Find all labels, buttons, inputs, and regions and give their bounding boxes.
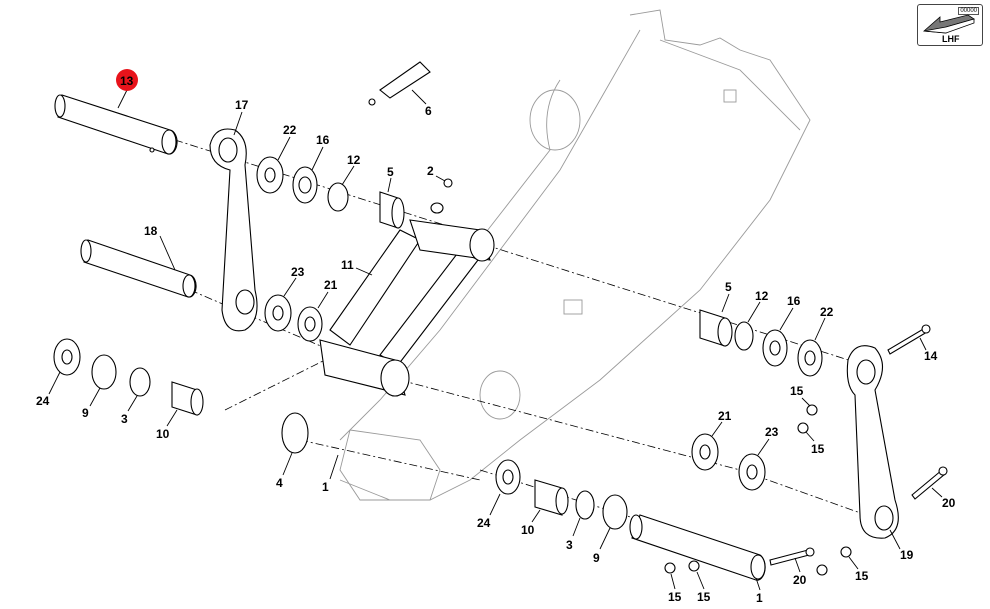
- grease-fitting-2: [443, 178, 453, 188]
- badge-code: 00000: [958, 7, 979, 15]
- callout-9[interactable]: 9: [82, 406, 89, 420]
- callout-15[interactable]: 15: [668, 590, 682, 604]
- callout-6[interactable]: 6: [425, 104, 432, 118]
- callout-3-lower[interactable]: 3: [566, 538, 573, 552]
- callout-20-lower[interactable]: 20: [793, 573, 807, 587]
- callout-15[interactable]: 15: [697, 590, 711, 604]
- callout-24[interactable]: 24: [36, 394, 50, 408]
- callout-16-right[interactable]: 16: [787, 294, 801, 308]
- callout-24-lower[interactable]: 24: [477, 516, 491, 530]
- leader-lines: [48, 89, 943, 591]
- link-17[interactable]: [209, 128, 258, 332]
- callout-3[interactable]: 3: [121, 412, 128, 426]
- lhf-orientation-badge: 00000 LHF: [917, 4, 983, 46]
- ring-12: [327, 182, 349, 212]
- callout-11[interactable]: 11: [341, 258, 354, 272]
- callout-13[interactable]: 13: [120, 74, 134, 88]
- callout-23[interactable]: 23: [291, 265, 305, 279]
- callout-4[interactable]: 4: [276, 476, 283, 490]
- callout-1[interactable]: 1: [322, 480, 329, 494]
- nut-15: [806, 404, 818, 416]
- callout-15[interactable]: 15: [811, 442, 825, 456]
- callout-12[interactable]: 12: [347, 153, 361, 167]
- callout-15[interactable]: 15: [790, 384, 804, 398]
- pin-13[interactable]: [54, 94, 178, 155]
- callout-17[interactable]: 17: [235, 98, 249, 112]
- callout-23-right[interactable]: 23: [765, 425, 779, 439]
- callout-21[interactable]: 21: [324, 278, 338, 292]
- callout-21-right[interactable]: 21: [718, 409, 732, 423]
- link-11[interactable]: [319, 202, 495, 397]
- callout-14[interactable]: 14: [924, 349, 938, 363]
- callout-15[interactable]: 15: [855, 569, 869, 583]
- boom-outline: [339, 9, 811, 501]
- bolt-20-lower: [769, 549, 810, 566]
- callouts: 13 17 22 16 12 6 2 5 18 11 23 21 24 9 3 …: [36, 74, 956, 605]
- callout-10-lower[interactable]: 10: [521, 523, 535, 537]
- callout-1-lower[interactable]: 1: [756, 591, 763, 605]
- callout-5-right[interactable]: 5: [725, 280, 732, 294]
- link-19[interactable]: [846, 345, 899, 539]
- ring-3: [129, 367, 151, 397]
- callout-5[interactable]: 5: [387, 165, 394, 179]
- shim-9: [91, 354, 117, 390]
- callout-12-right[interactable]: 12: [755, 289, 769, 303]
- pin-1[interactable]: [629, 514, 766, 581]
- grease-tube-6: [368, 61, 431, 106]
- callout-10[interactable]: 10: [156, 427, 170, 441]
- callout-2[interactable]: 2: [427, 164, 434, 178]
- selected-callout-marker[interactable]: [116, 69, 138, 91]
- callout-22[interactable]: 22: [283, 123, 297, 137]
- pin-18[interactable]: [80, 239, 197, 298]
- callout-9-lower[interactable]: 9: [593, 551, 600, 565]
- ring-12-right: [734, 321, 754, 351]
- callout-18[interactable]: 18: [144, 224, 158, 238]
- callout-20[interactable]: 20: [942, 496, 956, 510]
- callout-19[interactable]: 19: [900, 548, 914, 562]
- arrow-icon: [923, 14, 975, 34]
- callout-16[interactable]: 16: [316, 133, 330, 147]
- o-ring-4: [281, 412, 309, 454]
- badge-label: LHF: [942, 34, 960, 44]
- callout-22-right[interactable]: 22: [820, 305, 834, 319]
